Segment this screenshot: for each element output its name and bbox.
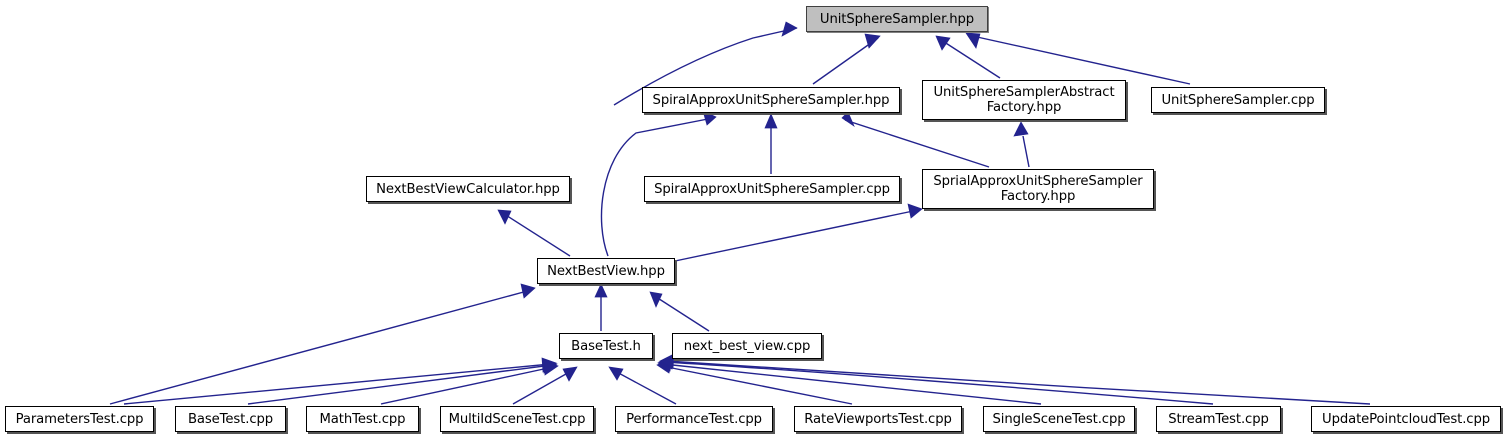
graph-node-basetest-h[interactable]: BaseTest.h [559,333,653,359]
graph-node-label: UnitSphereSampler.cpp [1161,92,1315,108]
graph-node-label: RateViewportsTest.cpp [804,411,952,427]
graph-edge [659,353,1371,405]
graph-node-singlescenetest-cpp[interactable]: SingleSceneTest.cpp [983,406,1135,432]
graph-node-label: BaseTest.cpp [187,411,274,427]
graph-node-multiidscenetest-cpp[interactable]: MultiIdSceneTest.cpp [440,406,594,432]
graph-node-label: ParametersTest.cpp [15,411,144,427]
graph-node-basetest-cpp[interactable]: BaseTest.cpp [175,406,286,432]
graph-node-label: MathTest.cpp [319,411,406,427]
graph-node-streamtest-cpp[interactable]: StreamTest.cpp [1156,406,1281,432]
graph-node-label: SpiralApproxUnitSphereSampler.hpp [652,92,890,108]
graph-node-label: NextBestView.hpp [547,263,665,279]
graph-node-label: next_best_view.cpp [683,338,811,354]
graph-node-label: UnitSphereSamplerAbstract Factory.hpp [933,85,1115,115]
graph-node-nextbestview-hpp[interactable]: NextBestView.hpp [537,258,675,284]
graph-edge [965,32,1191,85]
graph-node-label: UpdatePointcloudTest.cpp [1322,411,1490,427]
graph-edge [841,111,990,168]
graph-node-spiralapproxunitspheresampler-cpp[interactable]: SpiralApproxUnitSphereSampler.cpp [644,176,900,202]
graph-node-label: PerformanceTest.cpp [626,411,762,427]
graph-node-unitspheresampler-cpp[interactable]: UnitSphereSampler.cpp [1151,87,1325,113]
graph-node-label: UnitSphereSampler.hpp [819,11,975,27]
graph-edge [764,113,778,174]
graph-node-performancetest-cpp[interactable]: PerformanceTest.cpp [615,406,773,432]
graph-edge [380,360,559,405]
graph-edge [109,283,536,405]
graph-node-updatepointcloudtest-cpp[interactable]: UpdatePointcloudTest.cpp [1311,406,1501,432]
graph-edge [935,35,1001,79]
graph-node-mathtest-cpp[interactable]: MathTest.cpp [306,406,419,432]
graph-edge [608,366,677,405]
graph-node-label: MultiIdSceneTest.cpp [448,411,586,427]
graph-node-label: SingleSceneTest.cpp [992,411,1126,427]
graph-edge [594,283,608,331]
graph-node-label: SprialApproxUnitSphereSampler Factory.hp… [933,174,1143,204]
graph-edge [1013,121,1030,168]
graph-edge [247,358,558,405]
graph-node-label: SpiralApproxUnitSphereSampler.cpp [654,181,890,197]
graph-node-label: StreamTest.cpp [1168,411,1269,427]
graph-edge [600,110,717,257]
graph-edge [649,291,710,332]
graph-node-sprialapproxunitspheresamplerfactory-hpp[interactable]: SprialApproxUnitSphereSampler Factory.hp… [922,169,1154,209]
graph-edge [497,209,571,257]
graph-node-nextbestviewcalculator-hpp[interactable]: NextBestViewCalculator.hpp [366,176,570,202]
graph-edge [658,354,1214,405]
graph-node-label: NextBestViewCalculator.hpp [376,181,560,197]
graph-node-unitspheresampler-hpp[interactable]: UnitSphereSampler.hpp [806,6,988,32]
graph-edge [812,33,881,85]
graph-node-spiralapproxunitspheresampler-hpp[interactable]: SpiralApproxUnitSphereSampler.hpp [642,87,900,113]
graph-node-rateviewportstest-cpp[interactable]: RateViewportsTest.cpp [794,406,962,432]
graph-node-parameterstest-cpp[interactable]: ParametersTest.cpp [5,406,154,432]
graph-node-next-best-view-cpp[interactable]: next_best_view.cpp [672,333,822,359]
graph-edge [512,366,578,405]
graph-edge [674,203,923,262]
graph-edge [613,21,798,106]
graph-node-label: BaseTest.h [571,338,641,354]
graph-node-unitspheresamplerabstractfactory-hpp[interactable]: UnitSphereSamplerAbstract Factory.hpp [922,80,1126,120]
